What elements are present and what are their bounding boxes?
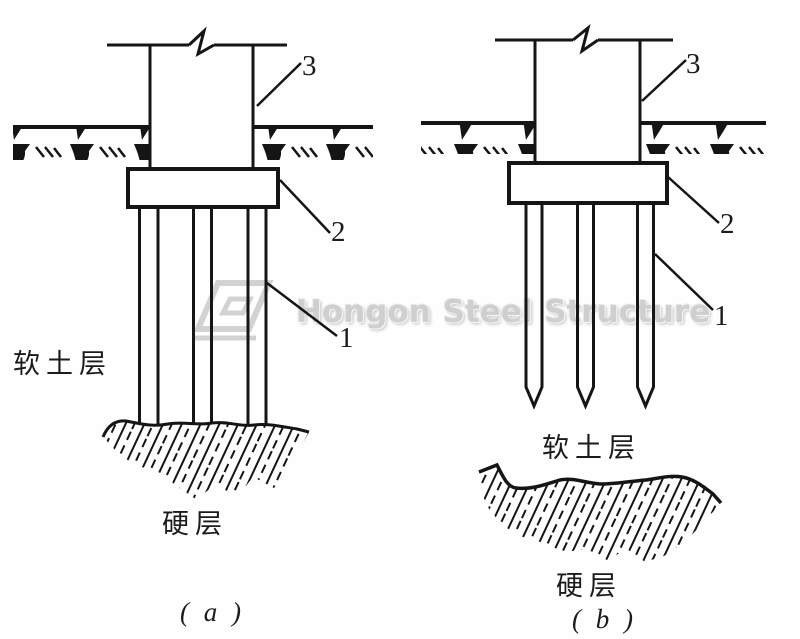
- leader-lines-a: [256, 62, 338, 337]
- pile-cap-b: [507, 161, 669, 205]
- soft-soil-label-a: 软土层: [13, 349, 112, 380]
- piles-b: [524, 201, 655, 410]
- caption-a: ( a ): [180, 597, 245, 627]
- callout-2-pilecap-a: 2: [331, 216, 346, 248]
- hard-layer-label-b: 硬层: [556, 571, 622, 602]
- watermark-text: Hongon Steel Structure: [296, 294, 711, 330]
- hard-layer-b: [478, 462, 723, 562]
- callout-2-pilecap-b: 2: [720, 208, 735, 240]
- callout-3-column-a: 3: [302, 50, 317, 82]
- piles-a: [138, 205, 268, 424]
- ground-surface-a: [13, 125, 373, 160]
- pile-cap-a: [126, 167, 280, 209]
- hard-layer-a: [101, 419, 310, 500]
- caption-b: ( b ): [572, 604, 637, 634]
- soft-soil-label-b: 软土层: [542, 433, 641, 464]
- hard-layer-label-a: 硬层: [162, 509, 228, 540]
- leader-lines-b: [641, 59, 720, 311]
- callout-3-column-b: 3: [686, 48, 701, 80]
- diagram-b: [421, 24, 766, 562]
- callout-1-pile-b: 1: [714, 300, 729, 332]
- watermark: Hongon Steel Structure: [190, 278, 710, 346]
- diagram-a: [13, 26, 373, 500]
- callout-1-pile-a: 1: [339, 322, 354, 354]
- ground-surface-b: [421, 121, 766, 154]
